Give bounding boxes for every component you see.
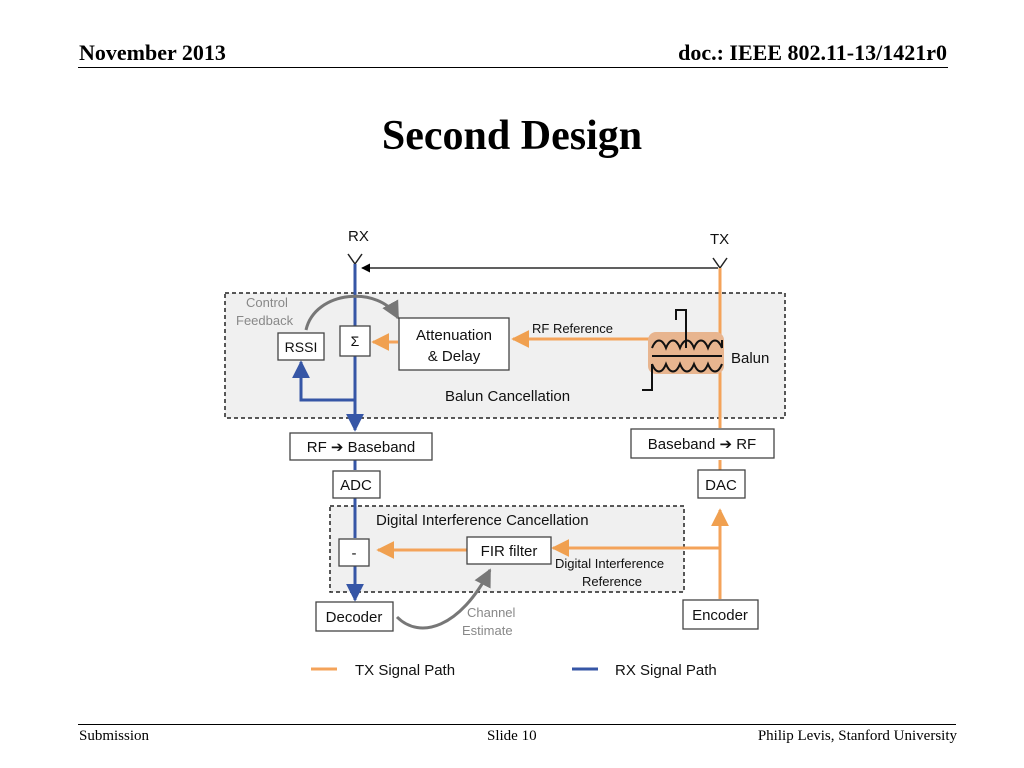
adc-box: ADC [332, 470, 381, 499]
delay-label: & Delay [428, 348, 481, 365]
slide-title: Second Design [381, 113, 643, 159]
control-feedback-arrow [304, 294, 400, 331]
rf-to-baseband-label: RF ➔ Baseband [307, 439, 415, 456]
digital-reference-label-1: Digital Interference [555, 556, 664, 571]
fir-filter-label: FIR filter [481, 543, 538, 560]
channel-estimate-arrow [395, 568, 492, 630]
rssi-box: RSSI [277, 332, 325, 361]
estimate-label: Estimate [462, 623, 513, 638]
attenuation-delay-box: Attenuation & Delay [398, 317, 510, 371]
sum-box: Σ [339, 325, 371, 357]
adc-label: ADC [340, 477, 372, 494]
tx-label: TX [710, 231, 729, 248]
baseband-to-rf-label: Baseband ➔ RF [648, 436, 756, 453]
channel-label: Channel [467, 605, 516, 620]
baseband-to-rf-box: Baseband ➔ RF [630, 428, 775, 459]
digital-cancellation-label: Digital Interference Cancellation [376, 512, 589, 529]
encoder-box: Encoder [682, 599, 759, 630]
rx-antenna-icon [347, 253, 363, 266]
digital-reference-label-2: Reference [582, 574, 642, 589]
encoder-label: Encoder [692, 607, 748, 624]
balun-label: Balun [731, 350, 769, 367]
decoder-box: Decoder [315, 601, 394, 632]
footer-rule [78, 724, 956, 725]
feedback-label: Feedback [236, 313, 294, 328]
minus-box: - [338, 538, 370, 567]
legend-rx-label: RX Signal Path [615, 662, 717, 679]
footer-author: Philip Levis, Stanford University [757, 728, 957, 744]
rf-to-baseband-box: RF ➔ Baseband [289, 432, 433, 461]
decoder-label: Decoder [326, 609, 383, 626]
tx-antenna-icon [712, 257, 728, 270]
legend-tx-label: TX Signal Path [355, 662, 455, 679]
rx-signal-path [292, 264, 364, 602]
attenuation-label: Attenuation [416, 327, 492, 344]
footer-submission: Submission [79, 728, 150, 744]
balun-icon [642, 309, 723, 391]
header-date: November 2013 [79, 40, 226, 65]
control-label: Control [246, 295, 288, 310]
rx-label: RX [348, 228, 369, 245]
fir-filter-box: FIR filter [466, 536, 552, 565]
sum-label: Σ [351, 333, 360, 349]
minus-label: - [352, 545, 357, 562]
footer-slide-number: Slide 10 [487, 728, 537, 744]
rssi-label: RSSI [285, 339, 318, 355]
dac-label: DAC [705, 477, 737, 494]
rf-reference-label: RF Reference [532, 321, 613, 336]
header-rule [78, 67, 948, 68]
balun-cancellation-label: Balun Cancellation [445, 388, 570, 405]
legend: TX Signal Path RX Signal Path [311, 662, 717, 679]
header-doc-id: doc.: IEEE 802.11-13/1421r0 [678, 40, 947, 65]
dac-box: DAC [697, 469, 746, 499]
